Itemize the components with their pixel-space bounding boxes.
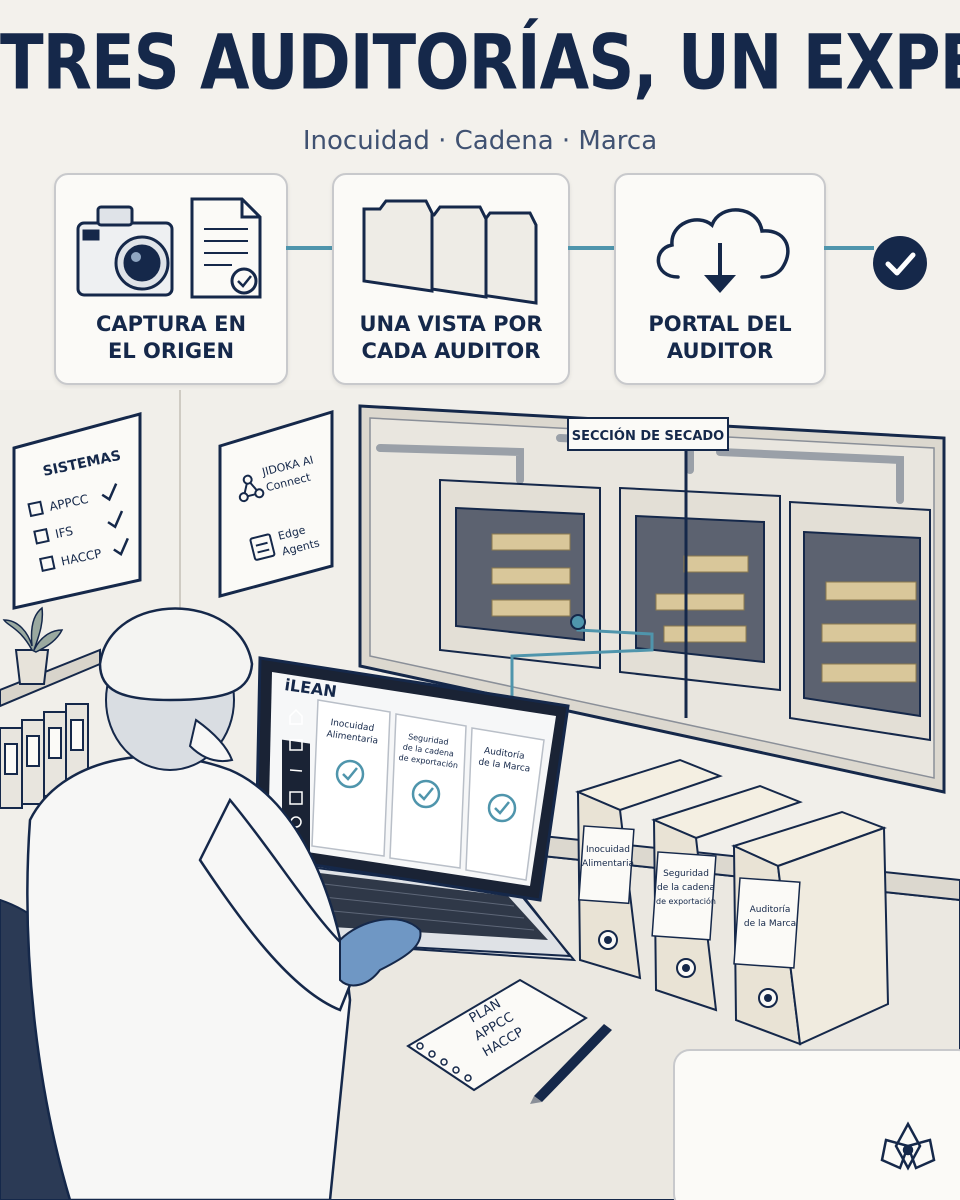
systems-item-ifs: IFS [54,524,74,541]
flow-step-views: UNA VISTA POR CADA AUDITOR [332,173,570,385]
flow-connector-2 [568,246,614,250]
dryer-2 [619,486,781,692]
logo-card [673,1049,960,1200]
flow-step-capture-label-line2: EL ORIGEN [107,339,235,363]
report-icon [289,791,303,805]
flow-step-capture: CAPTURA EN EL ORIGEN [54,173,288,385]
flow-step-portal-label-line1: PORTAL DEL [648,312,792,336]
connect-board: JIDOKA AI Connect Edge Agents [218,409,334,598]
dryer-1 [439,478,601,670]
flow-step-portal-label: PORTAL DEL AUDITOR [616,311,824,365]
binder-export-chain-label-1: Seguridad [663,869,709,879]
binder-food-safety: Inocuidad Alimentaria [575,758,723,980]
dryer-3 [789,500,931,742]
section-sign: SECCIÓN DE SECADO [572,428,725,444]
edge-device-icon [249,533,276,561]
page-subtitle: Inocuidad · Cadena · Marca [302,126,658,156]
cloud-download-icon [656,208,790,293]
flow-step-capture-label-line1: CAPTURA EN [95,312,247,336]
binder-brand-audit-label-1: Auditoría [750,905,791,915]
logo-icon [880,1121,936,1171]
list-icon [289,769,303,772]
binder-brand-audit-label-2: de la Marca [744,919,796,929]
page-title: TRES AUDITORÍAS, UN EXPEDIENTE [0,20,960,108]
office-scene: SISTEMAS APPCC IFS HACCP [0,390,960,1200]
flow-connector-1 [286,246,332,250]
laptop: iLEAN Inocuidad Alimentaria Seguridad [250,656,577,962]
binder-brand-audit: Auditoría de la Marca [731,810,890,1046]
glove-icon [339,918,422,987]
home-icon [289,708,303,725]
audit-binders: Inocuidad Alimentaria Seguridad de la ca… [575,758,890,1046]
laptop-column-brand-audit: Auditoría de la Marca [465,727,545,881]
flow-step-views-label-line2: CADA AUDITOR [361,339,541,363]
document-check-icon [190,197,262,299]
flow-step-views-label-line1: UNA VISTA POR [359,312,543,336]
folders-icon [362,199,538,305]
flow-step-portal-label-line2: AUDITOR [666,339,774,363]
haccp-notebook: PLAN APPCC HACCP [406,978,588,1092]
systems-board: SISTEMAS APPCC IFS HACCP [12,412,142,610]
binder-export-chain: Seguridad de la cadena de exportación [651,784,803,1012]
capture-icons [76,197,262,299]
pen-icon [530,1024,612,1104]
binder-export-chain-label-2: de la cadena [657,883,715,893]
flow-connector-3 [824,246,874,250]
folder-icon [289,739,303,751]
laptop-sidebar-icons [289,708,303,828]
left-shelf [0,606,101,809]
food-safety-worker [26,607,422,1200]
camera-icon [76,205,174,297]
network-icon [238,474,265,503]
binder-food-safety-label-2: Alimentaria [582,859,634,869]
binder-export-chain-label-3: de exportación [656,896,716,906]
laptop-column-export-chain: Seguridad de la cadena de exportación [389,713,467,869]
binder-food-safety-label-1: Inocuidad [586,845,630,855]
plant-icon [2,606,64,685]
flow-step-views-label: UNA VISTA POR CADA AUDITOR [334,311,568,365]
check-circle-icon [873,236,927,290]
flow-step-portal: PORTAL DEL AUDITOR [614,173,826,385]
shelf-binders [0,703,89,809]
flow-step-capture-label: CAPTURA EN EL ORIGEN [56,311,286,365]
laptop-column-food-safety: Inocuidad Alimentaria [311,699,391,857]
